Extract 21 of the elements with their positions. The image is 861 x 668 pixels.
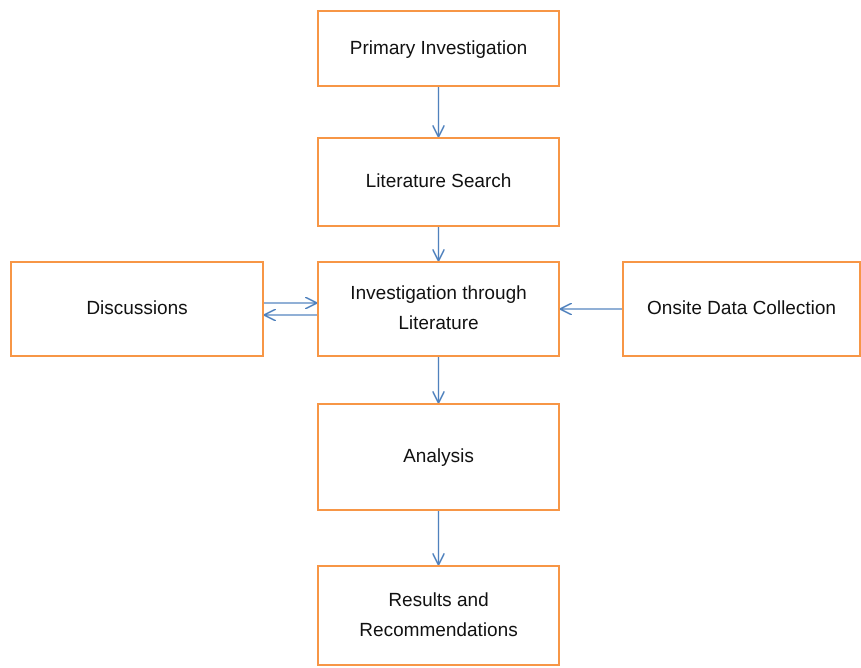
box-label: Investigation through Literature	[349, 282, 528, 336]
arrow	[432, 511, 446, 566]
process-box	[317, 565, 560, 666]
process-box	[317, 261, 560, 357]
arrow	[432, 87, 446, 138]
process-box	[622, 261, 861, 357]
process-box	[317, 403, 560, 511]
process-box	[317, 10, 560, 87]
box-label: Discussions	[86, 297, 188, 321]
process-box	[10, 261, 264, 357]
arrow	[432, 227, 446, 262]
box-label: Results and Recommendations	[358, 588, 519, 642]
arrow	[264, 296, 318, 310]
box-label: Primary Investigation	[350, 36, 528, 60]
arrow	[263, 308, 317, 322]
arrow	[559, 302, 622, 316]
box-label: Literature Search	[366, 170, 512, 194]
process-box	[317, 137, 560, 227]
box-label: Analysis	[403, 445, 474, 469]
arrow	[432, 357, 446, 404]
box-label: Onsite Data Collection	[646, 297, 836, 321]
